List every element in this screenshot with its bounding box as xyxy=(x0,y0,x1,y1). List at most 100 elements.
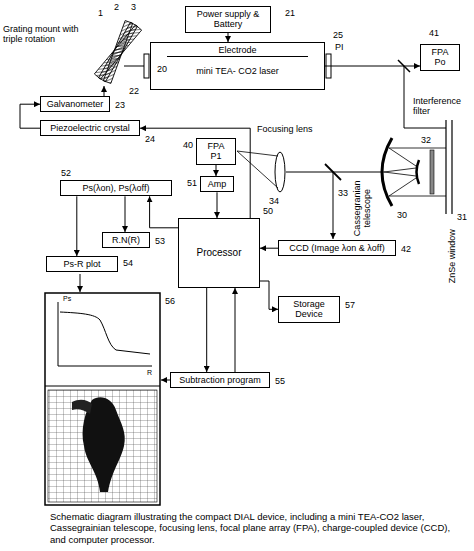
callout-number: 53 xyxy=(154,236,166,246)
signal-connector xyxy=(260,281,278,309)
light-ray xyxy=(237,151,278,188)
axis-label: Ps xyxy=(62,295,72,303)
callout-number: 41 xyxy=(428,28,440,38)
detector-box: FPAPo xyxy=(420,44,460,71)
processor-box: Processor xyxy=(178,218,260,288)
callout-number: 23 xyxy=(114,100,126,110)
node-text: Amp xyxy=(204,179,230,189)
znse-window xyxy=(445,120,446,214)
process-box: R.N(R) xyxy=(102,232,150,248)
detector-box: FPAP1 xyxy=(196,138,236,165)
callout-number: 57 xyxy=(344,300,356,310)
focusing-lens xyxy=(275,152,285,192)
callout-number: 40 xyxy=(182,140,194,150)
part-label: ZnSe window xyxy=(447,224,457,288)
node-text: Power supply & Battery xyxy=(189,9,267,30)
node-text: Subtraction program xyxy=(174,375,266,385)
plot-curve xyxy=(60,312,150,354)
node-text: Electrode xyxy=(218,45,256,55)
panel-divider xyxy=(45,386,160,387)
signal-connector xyxy=(150,196,178,228)
callout-number: 20 xyxy=(156,64,168,74)
node-text: Storage Device xyxy=(282,299,336,320)
control-wire xyxy=(104,86,105,96)
laser-beam xyxy=(124,66,144,67)
figure-caption: Schematic diagram illustrating the compa… xyxy=(50,511,454,545)
node-text: Processor xyxy=(196,247,241,259)
secondary-mirror xyxy=(417,160,420,184)
node-text: FPA xyxy=(424,47,456,57)
power-box: Power supply & Battery xyxy=(185,6,271,33)
signal-connector xyxy=(217,192,218,218)
node-text: Ps(λon), Ps(λoff) xyxy=(64,183,168,193)
signal-connector xyxy=(235,288,236,372)
light-ray xyxy=(384,172,416,176)
node-text: Ps-R plot xyxy=(50,259,114,269)
grating-mount xyxy=(94,21,141,84)
signal-connector xyxy=(216,165,217,176)
signal-connector xyxy=(260,248,278,249)
znse-window xyxy=(451,120,452,214)
part-label: Focusing lens xyxy=(256,124,314,134)
light-ray xyxy=(286,172,384,173)
node-text: mini TEA- CO2 laser xyxy=(196,66,278,76)
callout-number: 2 xyxy=(113,2,120,12)
amplifier-box: Amp xyxy=(200,176,234,192)
callout-number: 33 xyxy=(337,188,349,198)
image-grid xyxy=(48,390,157,502)
callout-number: 56 xyxy=(164,296,176,306)
signal-connector xyxy=(140,128,250,218)
part-label: Interference filter xyxy=(412,96,472,117)
signal-connector xyxy=(76,196,77,256)
callout-number: 55 xyxy=(274,376,286,386)
device-box: Galvanometer xyxy=(40,96,110,112)
storage-box: Storage Device xyxy=(278,296,340,323)
callout-number: 52 xyxy=(60,168,72,178)
device-box: Piezoelectric crystal xyxy=(40,120,140,136)
process-box: Ps-R plot xyxy=(46,256,118,272)
plot-axes xyxy=(58,302,152,366)
signal-connector xyxy=(20,104,40,128)
display-panel xyxy=(45,293,160,505)
process-box: Subtraction program xyxy=(170,372,270,388)
node-text: R.N(R) xyxy=(106,235,146,245)
interference-filter xyxy=(430,150,434,194)
callout-number: 50 xyxy=(262,206,274,216)
light-ray xyxy=(384,168,416,172)
callout-number: 22 xyxy=(128,86,140,96)
callout-number: 42 xyxy=(400,244,412,254)
data-arrow xyxy=(80,274,81,292)
signal-connector xyxy=(125,196,126,232)
laser-box: Electrode mini TEA- CO2 laser xyxy=(150,42,325,90)
callout-number: 31 xyxy=(456,212,468,222)
callout-number: 51 xyxy=(186,178,198,188)
electrode-plate xyxy=(167,56,309,57)
part-label: Grating mount with triple rotation xyxy=(2,24,96,45)
signal-connector xyxy=(206,288,207,372)
data-arrow xyxy=(161,380,170,381)
node-text: P1 xyxy=(200,151,232,161)
light-ray xyxy=(237,151,278,156)
callout-number: PI xyxy=(334,42,345,52)
light-ray xyxy=(389,178,416,196)
callout-number: 21 xyxy=(284,8,296,18)
signal-connector xyxy=(325,66,420,67)
callout-number: 1 xyxy=(97,8,104,18)
light-ray xyxy=(389,148,446,149)
plume-image xyxy=(72,400,92,414)
node-text: Piezoelectric crystal xyxy=(44,123,136,133)
callout-number: 3 xyxy=(130,2,137,12)
node-text: FPA xyxy=(200,141,232,151)
callout-number: 30 xyxy=(396,210,408,220)
axis-label: R xyxy=(146,369,153,377)
node-text: Po xyxy=(424,57,456,67)
light-ray xyxy=(389,196,446,197)
laser-mirror xyxy=(144,54,149,78)
callout-number: 54 xyxy=(122,258,134,268)
signal-connector xyxy=(228,33,229,42)
part-label: Cassegranian telescope xyxy=(352,178,373,238)
process-box: Ps(λon), Ps(λoff) xyxy=(60,180,172,196)
callout-number: 24 xyxy=(144,134,156,144)
callout-number: 25 xyxy=(332,30,344,40)
light-ray xyxy=(389,148,416,166)
